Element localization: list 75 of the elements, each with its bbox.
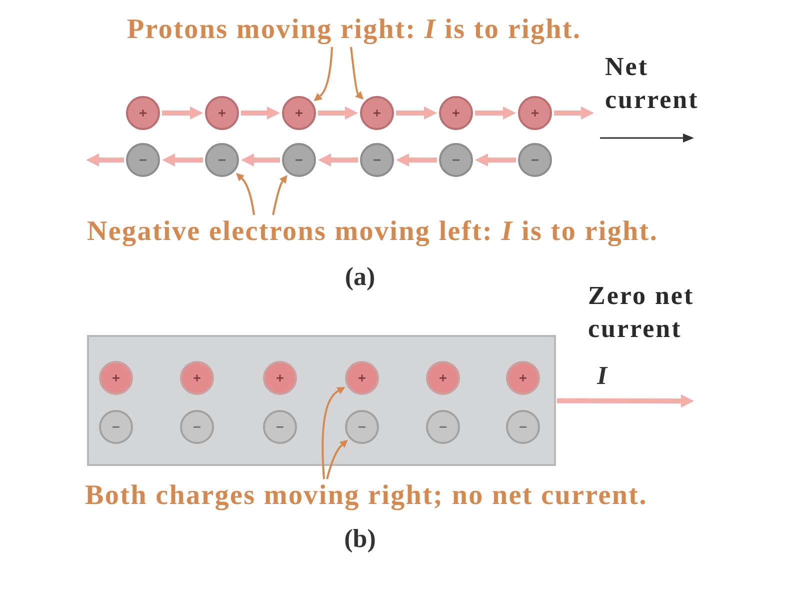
proton-circle [506,361,540,395]
electron-circle [439,143,473,177]
proton-circle [205,96,239,130]
charge-sign: + [530,108,540,118]
callout-text: Negative electrons moving left: I is to right. [87,216,658,248]
annotation-text: Net current [605,51,700,116]
charge-sign: − [294,154,304,166]
leader-line [272,174,287,216]
arrow [396,106,437,120]
charge-sign: + [217,108,227,118]
charge-sign: + [275,372,285,384]
arrow [241,106,280,120]
proton-circle [518,96,552,130]
charge-sign: + [518,372,528,384]
electron-circle [180,410,214,444]
proton-circle [360,96,394,130]
charge-sign: + [294,108,304,118]
charge-sign: − [138,154,148,166]
leader-line [314,46,333,102]
charge-sign: − [518,422,528,432]
leader-line [350,46,362,101]
electron-circle [360,143,394,177]
proton-circle [180,361,214,395]
charge-sign: + [138,108,148,118]
charge-sign: + [357,372,367,384]
electron-circle [263,410,297,444]
annotation-text: Zero net current [588,280,696,345]
arrow [396,154,437,166]
proton-circle [99,361,133,395]
arrow [162,106,203,120]
charge-sign: − [372,154,382,166]
charge-sign: − [530,154,540,166]
proton-circle [282,96,316,130]
conductor-bar [87,335,556,466]
arrow [162,154,203,166]
charge-sign: − [438,422,448,432]
electron-circle [506,410,540,444]
proton-circle [439,96,473,130]
electron-circle [99,410,133,444]
electron-circle [282,143,316,177]
charge-sign: − [217,154,227,166]
electron-circle [205,143,239,177]
callout-text: Both charges moving right; no net current. [85,480,648,512]
charge-sign: − [357,422,367,432]
leader-line [236,172,255,216]
charge-sign: + [111,372,121,384]
arrow [241,154,280,166]
arrow [318,106,358,120]
proton-circle [126,96,160,130]
charge-sign: + [451,108,461,118]
charge-sign: + [372,108,382,118]
arrow [557,394,694,408]
electron-circle [426,410,460,444]
callout-text: Protons moving right: I is to right. [127,14,582,46]
proton-circle [263,361,297,395]
arrow [475,106,516,120]
leader-line [322,386,345,480]
charge-sign: − [451,154,461,166]
panel-label: (b) [344,523,376,555]
arrow [475,154,516,166]
arrow [318,154,358,166]
charge-sign: − [192,422,202,432]
panel-label: (a) [344,261,376,293]
proton-circle [345,361,379,395]
charge-sign: + [192,372,202,384]
charge-sign: − [275,422,285,432]
charge-sign: + [438,372,448,384]
charge-sign: − [111,422,121,432]
electron-circle [345,410,379,444]
leader-line [326,439,348,480]
arrow [86,154,124,166]
arrow [554,106,594,120]
electron-circle [518,143,552,177]
proton-circle [426,361,460,395]
electron-circle [126,143,160,177]
